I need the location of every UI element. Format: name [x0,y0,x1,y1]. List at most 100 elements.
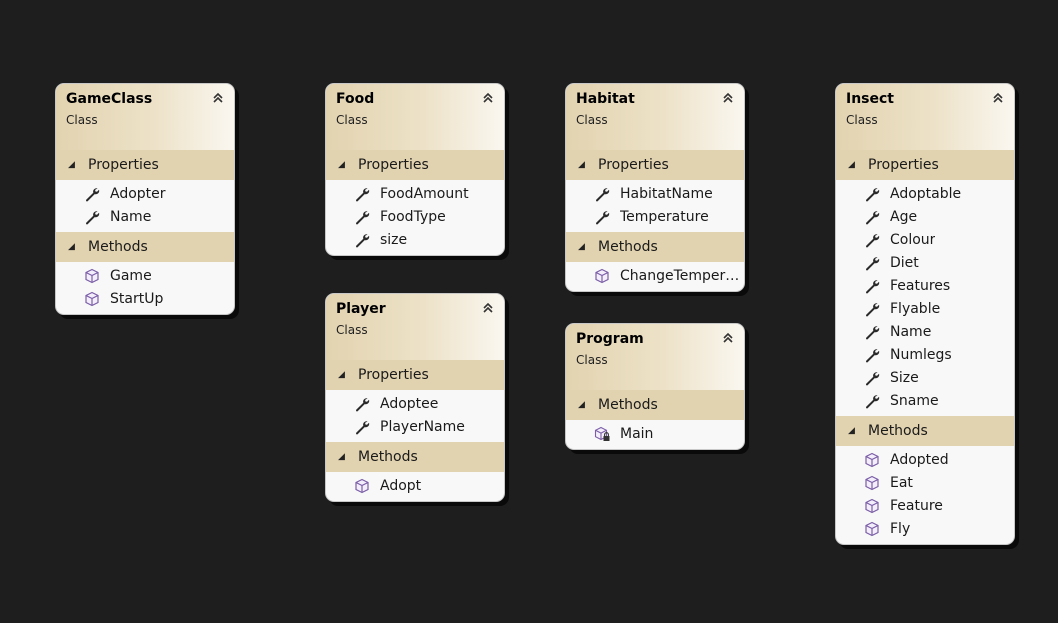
triangle-expanded-icon[interactable]: ◢ [68,242,75,252]
property-name: FoodAmount [380,185,469,202]
class-name: Player [336,301,386,317]
method-name: Feature [890,497,943,514]
triangle-expanded-icon[interactable]: ◢ [848,160,855,170]
method-item[interactable]: Adopt [326,474,504,497]
property-name: HabitatName [620,185,713,202]
methods-section-header[interactable]: ◢Methods [566,232,744,262]
method-name: StartUp [110,290,164,307]
double-chevron-up-icon[interactable] [721,330,735,344]
method-name: ChangeTemper… [620,267,740,284]
property-item[interactable]: FoodAmount [326,182,504,205]
triangle-expanded-icon[interactable]: ◢ [848,426,855,436]
property-item[interactable]: Flyable [836,297,1014,320]
property-name: Adoptee [380,395,439,412]
class-name: Food [336,91,375,107]
property-item[interactable]: Name [56,205,234,228]
property-item[interactable]: Name [836,320,1014,343]
methods-section-header[interactable]: ◢Methods [836,416,1014,446]
triangle-expanded-icon[interactable]: ◢ [578,400,585,410]
wrench-icon [354,232,370,248]
class-stereotype: Class [66,113,98,127]
method-item[interactable]: Feature [836,494,1014,517]
property-name: Sname [890,392,939,409]
method-item[interactable]: Adopted [836,448,1014,471]
double-chevron-up-icon[interactable] [481,90,495,104]
triangle-expanded-icon[interactable]: ◢ [338,160,345,170]
method-name: Main [620,425,654,442]
property-item[interactable]: HabitatName [566,182,744,205]
properties-section-header[interactable]: ◢Properties [326,150,504,180]
property-item[interactable]: Features [836,274,1014,297]
wrench-icon [864,324,880,340]
triangle-expanded-icon[interactable]: ◢ [338,370,345,380]
method-item[interactable]: Eat [836,471,1014,494]
methods-section-header[interactable]: ◢ Methods [326,442,504,472]
double-chevron-up-icon[interactable] [721,90,735,104]
property-name: Size [890,369,919,386]
method-name: Adopted [890,451,949,468]
property-item[interactable]: Numlegs [836,343,1014,366]
method-item[interactable]: Main [566,422,744,445]
property-item[interactable]: PlayerName [326,415,504,438]
triangle-expanded-icon[interactable]: ◢ [338,452,345,462]
property-name: PlayerName [380,418,465,435]
property-item[interactable]: Age [836,205,1014,228]
property-item[interactable]: Colour [836,228,1014,251]
property-item[interactable]: Adoptable [836,182,1014,205]
methods-section-label: Methods [358,449,418,465]
triangle-expanded-icon[interactable]: ◢ [578,242,585,252]
triangle-expanded-icon[interactable]: ◢ [68,160,75,170]
methods-list: Main [566,420,744,449]
method-item[interactable]: ChangeTemper… [566,264,744,287]
properties-section-header[interactable]: ◢ Properties [566,150,744,180]
property-name: Adoptable [890,185,962,202]
property-item[interactable]: Adoptee [326,392,504,415]
property-item[interactable]: Diet [836,251,1014,274]
class-stereotype: Class [336,323,368,337]
wrench-icon [864,370,880,386]
method-icon [864,498,880,514]
property-item[interactable]: Sname [836,389,1014,412]
property-item[interactable]: size [326,228,504,251]
class-name: Habitat [576,91,635,107]
property-name: Numlegs [890,346,952,363]
methods-section-label: Methods [88,239,148,255]
method-icon [84,268,100,284]
wrench-icon [864,301,880,317]
double-chevron-up-icon[interactable] [481,300,495,314]
method-icon [864,452,880,468]
double-chevron-up-icon[interactable] [211,90,225,104]
properties-section-label: Properties [598,157,669,173]
property-item[interactable]: Adopter [56,182,234,205]
property-item[interactable]: Size [836,366,1014,389]
triangle-expanded-icon[interactable]: ◢ [578,160,585,170]
class-stereotype: Class [336,113,368,127]
properties-section-header[interactable]: ◢Properties [836,150,1014,180]
properties-section-header[interactable]: ◢Properties [326,360,504,390]
property-item[interactable]: FoodType [326,205,504,228]
property-item[interactable]: Temperature [566,205,744,228]
properties-section-header[interactable]: ◢Properties [56,150,234,180]
methods-section-header[interactable]: ◢Methods [566,390,744,420]
double-chevron-up-icon[interactable] [991,90,1005,104]
method-item[interactable]: Game [56,264,234,287]
method-item[interactable]: Fly [836,517,1014,540]
method-item[interactable]: StartUp [56,287,234,310]
methods-section-header[interactable]: ◢ Methods [56,232,234,262]
wrench-icon [354,419,370,435]
